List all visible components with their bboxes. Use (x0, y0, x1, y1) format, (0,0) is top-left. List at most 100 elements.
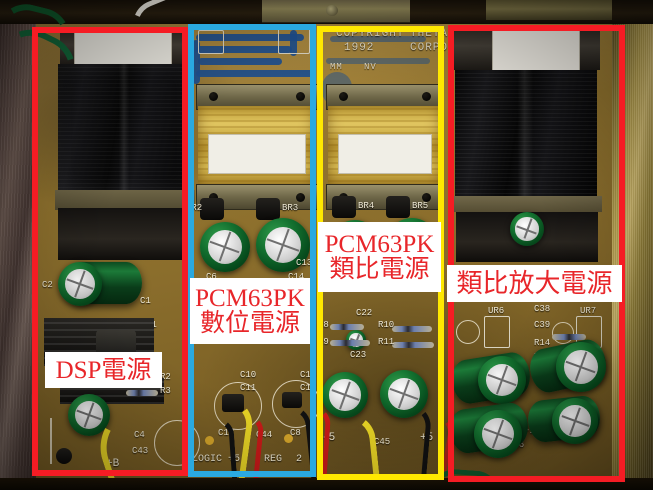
pcb-trace (192, 40, 200, 84)
silkscreen-c14: C14 (288, 272, 305, 282)
capacitor (58, 262, 102, 306)
silkscreen-plus5: +5 (420, 432, 434, 444)
silkscreen-c17: C17 (300, 383, 317, 393)
silkscreen-line (50, 418, 52, 464)
annotation-box-pcm63pk-digital-power (188, 24, 316, 477)
silkscreen-r2: R2 (160, 372, 171, 382)
silkscreen-year: 1992 (344, 42, 375, 54)
silkscreen-c23: C23 (350, 350, 367, 360)
capacitor (200, 222, 250, 272)
silkscreen-c16: C16 (300, 370, 317, 380)
silkscreen-br5: BR5 (412, 201, 429, 211)
capacitor (552, 398, 598, 444)
annotation-label-dsp-power: DSP電源 (45, 352, 162, 388)
transformer-mercury-1 (196, 84, 318, 210)
silkscreen-br3: BR3 (282, 203, 299, 213)
screw-icon (326, 5, 338, 16)
capacitor (556, 342, 606, 392)
silkscreen-c45: C45 (374, 437, 391, 447)
label-line-1: DSP電源 (55, 356, 152, 384)
silkscreen-c1: C1 (140, 296, 151, 306)
transformer-right-core (455, 70, 597, 198)
pcb-pad (484, 316, 510, 348)
silkscreen-c10: C10 (240, 370, 257, 380)
silkscreen-c12: C12 (218, 428, 235, 438)
pcb-trace (196, 46, 292, 53)
silkscreen-c22: C22 (356, 308, 373, 318)
resistor (552, 334, 586, 340)
capacitor (478, 356, 526, 404)
component (282, 392, 302, 408)
silkscreen-c11: C11 (240, 383, 257, 393)
silkscreen-c39: C39 (534, 320, 551, 330)
label-line-1: 類比放大電源 (456, 268, 613, 298)
solder-pad (284, 434, 293, 443)
resistor (392, 326, 432, 332)
pcb-trace (326, 58, 430, 64)
silkscreen-c6: C6 (206, 272, 217, 282)
silkscreen-outline (214, 382, 262, 430)
metal-bracket-right (486, 0, 612, 20)
capacitor (256, 218, 310, 272)
silkscreen-ur7: UR7 (580, 306, 597, 316)
pcb-trace (196, 34, 304, 41)
component (56, 448, 72, 464)
silkscreen-br4: BR4 (358, 201, 375, 211)
capacitor (474, 410, 522, 458)
silkscreen-c38: C38 (534, 304, 551, 314)
silkscreen-2: 2 (296, 454, 303, 465)
transformer-left-core (58, 64, 190, 192)
label-line-1: PCM63PK (324, 231, 435, 258)
resistor (330, 324, 364, 330)
silkscreen-c13: C13 (296, 258, 313, 268)
capacitor (68, 394, 110, 436)
annotation-box-analog-amp-power (448, 25, 625, 482)
silkscreen-r3: R3 (160, 386, 171, 396)
silkscreen-c8: C8 (290, 428, 301, 438)
annotation-label-pcm63pk-digital-power: PCM63PK 數位電源 (190, 278, 310, 344)
silkscreen-c44: C44 (256, 430, 273, 440)
chassis-left-rail (0, 0, 36, 490)
silkscreen-r8: R8 (318, 320, 329, 330)
silkscreen-logic: LOGIC (192, 454, 223, 465)
transformer-paper-label (337, 134, 433, 175)
annotation-box-dsp-power (32, 27, 188, 476)
label-line-2: 類比電源 (329, 256, 430, 283)
component (222, 394, 244, 412)
silkscreen-mm: MM (330, 62, 343, 72)
annotation-label-pcm63pk-analog-power: PCM63PK 類比電源 (318, 222, 441, 292)
silkscreen-r10: R10 (378, 320, 395, 330)
label-line-2: 數位電源 (199, 310, 300, 337)
resistor (126, 390, 158, 396)
silkscreen-outline (154, 420, 200, 466)
silkscreen-nv: NV (364, 62, 377, 72)
silkscreen-plusb: +B (106, 458, 120, 470)
bridge-rectifier (332, 196, 356, 218)
bridge-rectifier (386, 196, 410, 218)
silkscreen-r9: R9 (318, 337, 329, 347)
metal-bracket-center (262, 0, 410, 23)
pcb-trace (198, 58, 282, 65)
clamp-top (326, 84, 444, 110)
silkscreen-r14: R14 (534, 338, 551, 348)
bridge-rectifier (200, 198, 224, 220)
capacitor (510, 212, 544, 246)
bridge-rectifier (256, 198, 280, 220)
transformer-mercury-2 (326, 84, 444, 210)
silkscreen-c43: C43 (132, 446, 149, 456)
silkscreen-r11: R11 (378, 337, 395, 347)
capacitor (322, 372, 368, 418)
pcb-trace (196, 70, 314, 77)
transformer-paper-label (208, 134, 306, 175)
silkscreen-ur6: UR6 (488, 306, 505, 316)
chassis-right-rail (612, 0, 653, 490)
transformer-right-base (452, 196, 602, 212)
silkscreen-outline (456, 320, 480, 344)
resistor (392, 342, 434, 348)
capacitor (380, 370, 428, 418)
pcb-trace (330, 36, 426, 42)
solder-pad (205, 436, 214, 445)
silkscreen-c2: C2 (42, 280, 53, 290)
resistor (330, 340, 370, 346)
